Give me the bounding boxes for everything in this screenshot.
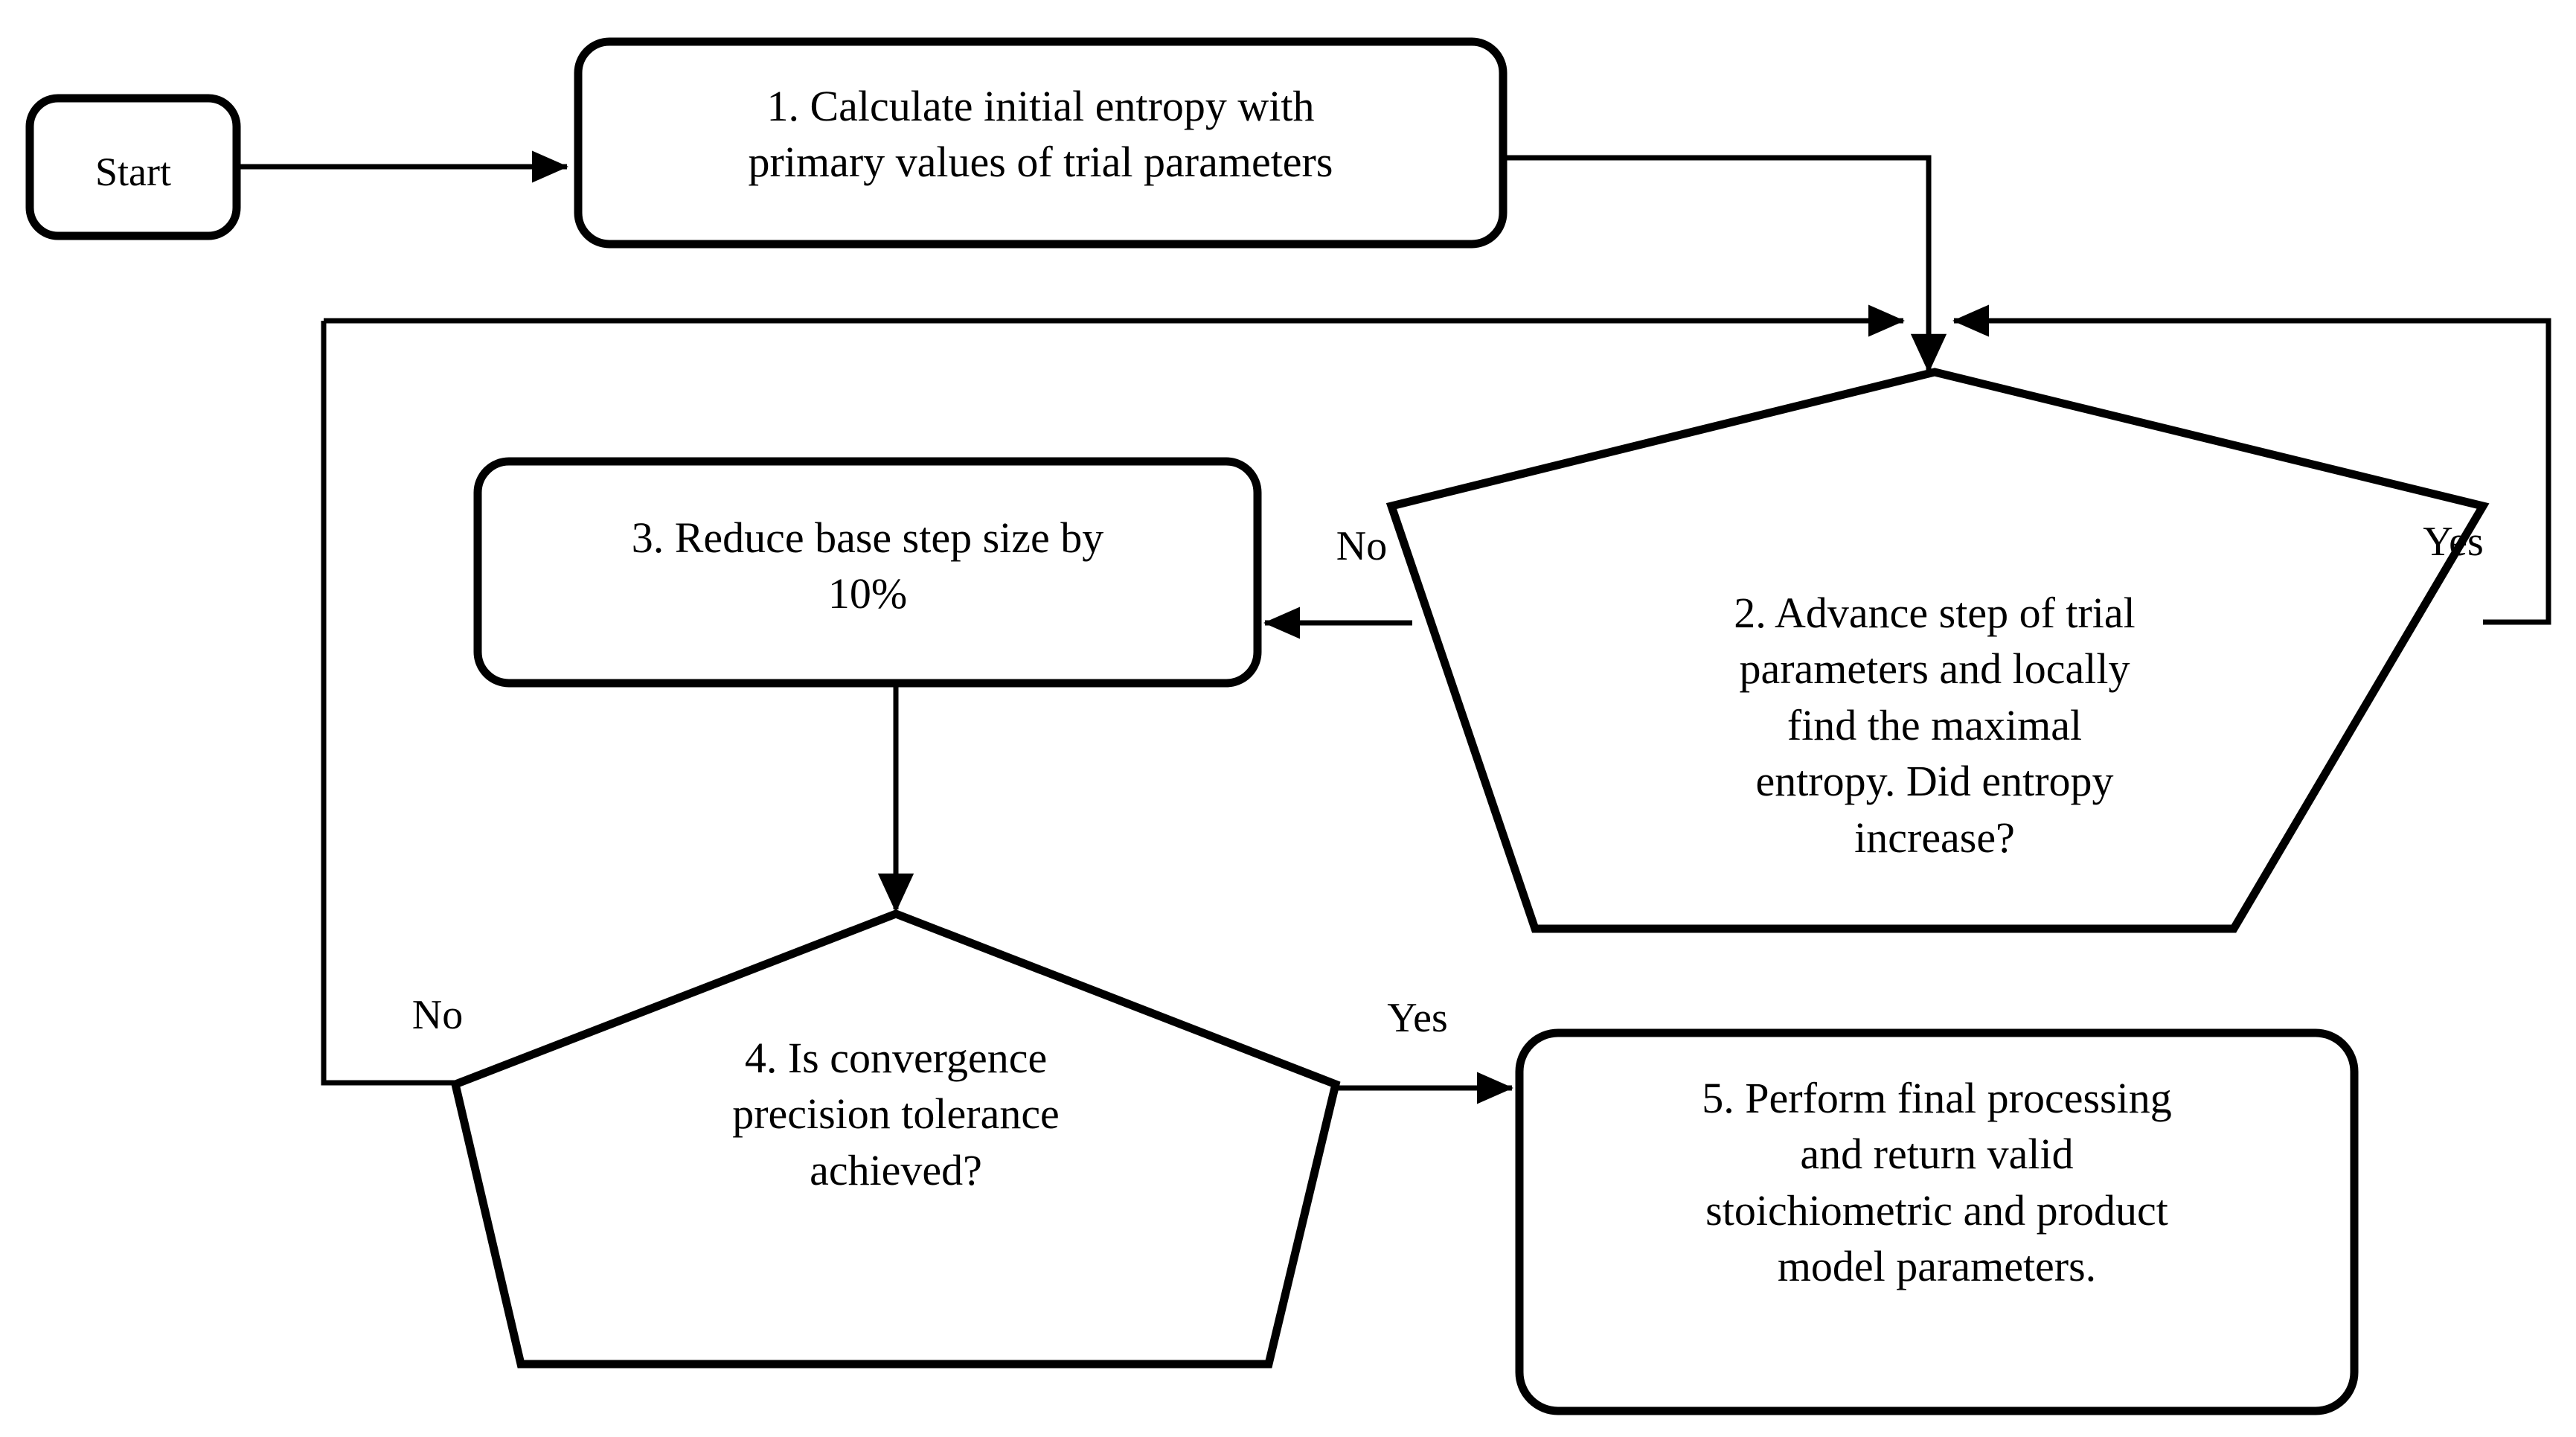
edge-decision2-yes-loop <box>1952 304 2551 625</box>
node-decision4-shape[interactable] <box>450 909 1341 1369</box>
edge-decision4-no-loop <box>321 321 458 1086</box>
node-step1-shape[interactable] <box>574 37 1508 249</box>
edge-label-decision4-yes: Yes <box>1387 995 1448 1041</box>
edge-label-decision2-no: No <box>1336 523 1388 569</box>
node-step5-shape[interactable] <box>1515 1028 2359 1415</box>
edge-label-decision4-no: No <box>411 992 464 1038</box>
node-start-shape[interactable] <box>25 94 241 240</box>
node-step3-shape[interactable] <box>473 457 1262 688</box>
edge-label-decision2-yes: Yes <box>2423 519 2484 565</box>
node-decision2-shape[interactable] <box>1385 368 2490 933</box>
edge-step1-to-decision2 <box>1503 155 1932 321</box>
